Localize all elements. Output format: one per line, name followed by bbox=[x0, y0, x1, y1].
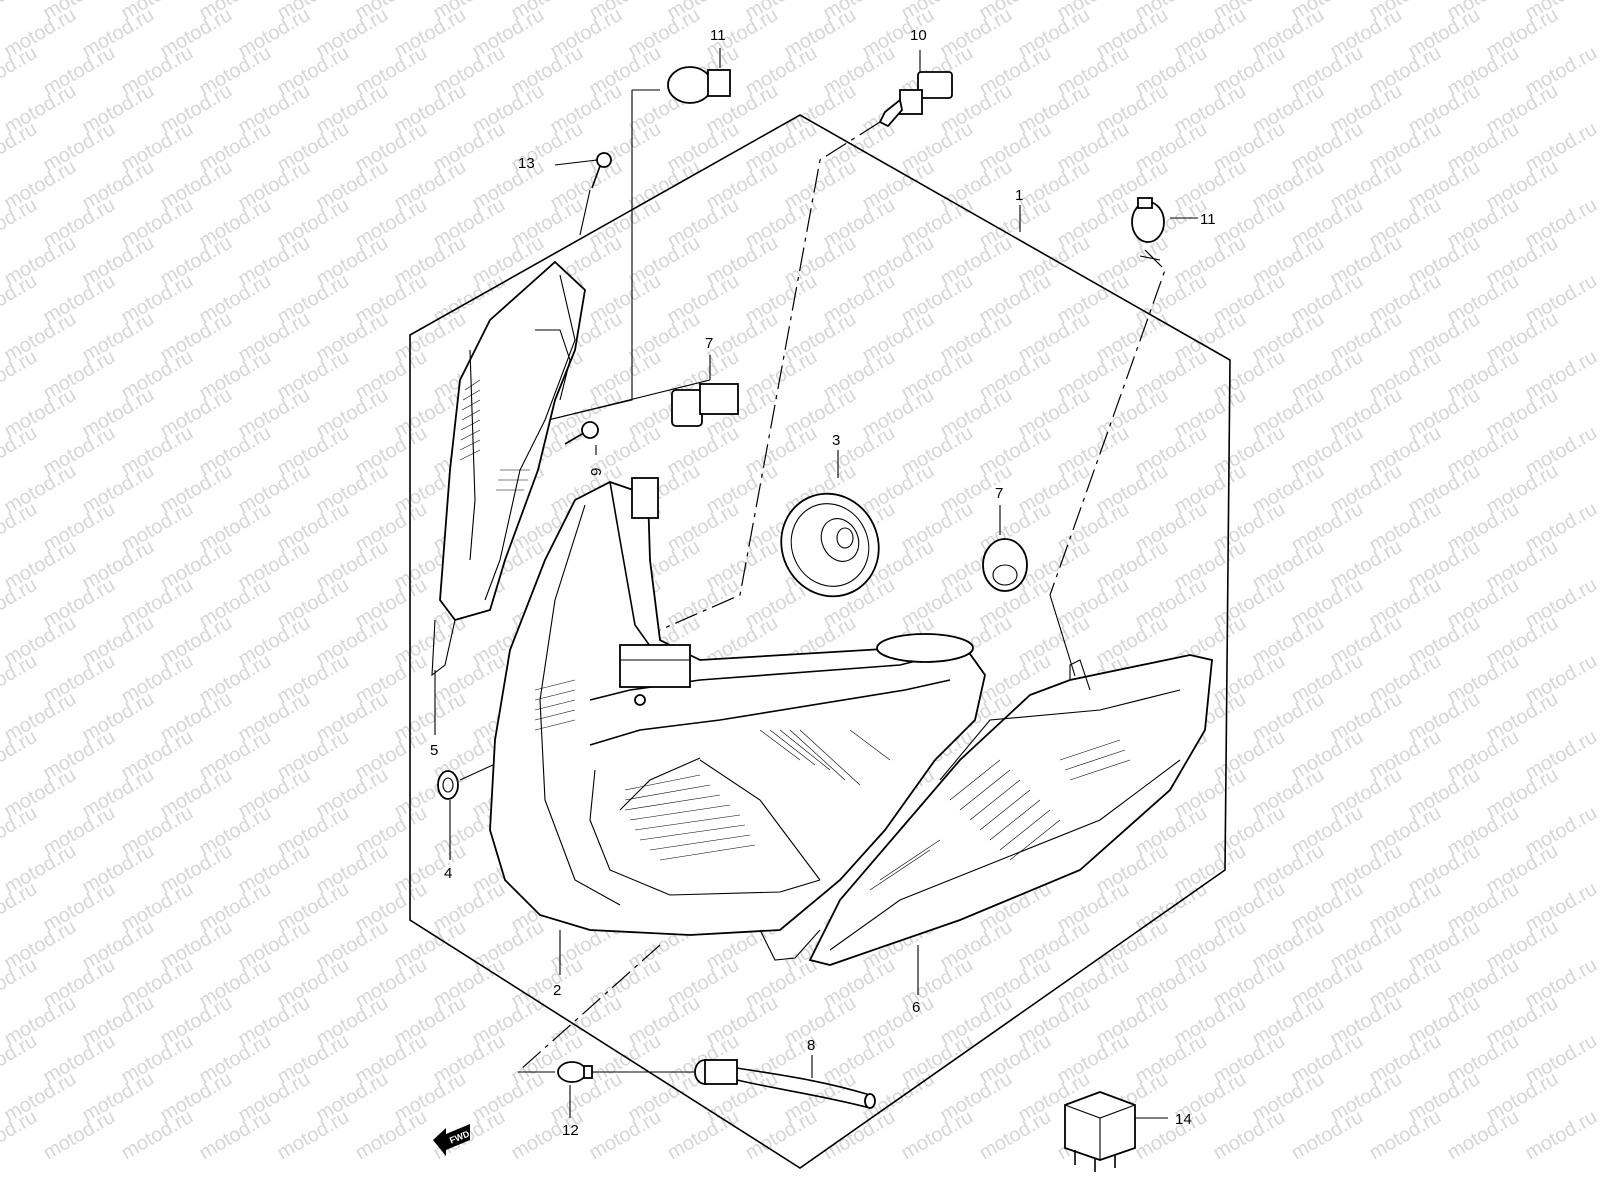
watermark-text: motod.ru bbox=[274, 1106, 353, 1165]
watermark-text: motod.ru bbox=[898, 1106, 977, 1165]
fwd-arrow-icon: FWD bbox=[433, 1124, 471, 1156]
callout-labels: 1 2 3 4 5 6 7 7 8 9 10 11 11 12 13 14 bbox=[430, 27, 1216, 1139]
part-11-bulb-top bbox=[667, 66, 731, 104]
assembly-frame bbox=[409, 114, 1231, 1169]
watermark-text: motod.ru bbox=[1366, 1106, 1445, 1165]
callout-5: 5 bbox=[430, 742, 438, 759]
watermark-text: motod.ru bbox=[1444, 1106, 1523, 1165]
callout-13: 13 bbox=[518, 155, 535, 172]
watermark-text: motod.ru bbox=[196, 1106, 275, 1165]
watermark-text: motod.ru bbox=[586, 1106, 665, 1165]
watermark-text: motod.ru bbox=[976, 1106, 1055, 1165]
callout-10: 10 bbox=[910, 27, 927, 44]
watermark-text: motod.ru bbox=[1132, 1106, 1211, 1165]
part-9-screw bbox=[564, 421, 599, 445]
part-11-bulb-right bbox=[1131, 197, 1165, 243]
watermark-text: motod.ru bbox=[820, 1106, 899, 1165]
part-7-socket-right bbox=[982, 538, 1028, 592]
callout-14: 14 bbox=[1175, 1111, 1192, 1128]
watermark-text: motod.ru bbox=[1210, 1106, 1289, 1165]
part-6-side-lens bbox=[808, 654, 1213, 966]
watermark-text: motod.ru bbox=[118, 1106, 197, 1165]
callout-4: 4 bbox=[444, 865, 452, 882]
part-10-headlamp-bulb bbox=[878, 71, 953, 128]
watermark-text: motod.ru bbox=[1522, 1106, 1600, 1165]
callout-8: 8 bbox=[807, 1037, 815, 1054]
callout-9: 9 bbox=[588, 468, 605, 476]
callout-7-right: 7 bbox=[995, 485, 1003, 502]
watermark-text: motod.ru bbox=[0, 0, 41, 24]
part-4-grommet bbox=[437, 770, 459, 800]
part-12-position-bulb bbox=[557, 1061, 593, 1083]
watermark-text: motod.ru bbox=[664, 1106, 743, 1165]
watermark-text: motod.ru bbox=[352, 1106, 431, 1165]
callout-6: 6 bbox=[912, 999, 920, 1016]
watermark-text: motod.ru bbox=[1288, 1106, 1367, 1165]
callout-11-right: 11 bbox=[1200, 211, 1216, 228]
part-2-headlamp-housing bbox=[489, 477, 986, 961]
callout-7-left: 7 bbox=[705, 335, 713, 352]
callout-3: 3 bbox=[832, 432, 840, 449]
part-5-side-lamp bbox=[431, 260, 586, 677]
part-3-bulb-cover bbox=[780, 492, 880, 598]
callout-12: 12 bbox=[562, 1122, 579, 1139]
part-7-socket-left bbox=[671, 383, 739, 427]
callout-1: 1 bbox=[1015, 187, 1023, 204]
part-14-relay bbox=[1064, 1091, 1136, 1172]
part-13-screw bbox=[591, 152, 612, 189]
callout-11-top: 11 bbox=[710, 27, 726, 44]
callout-2: 2 bbox=[553, 982, 561, 999]
part-8-socket-harness bbox=[694, 1059, 876, 1109]
watermark-text: motod.ru bbox=[40, 1106, 119, 1165]
